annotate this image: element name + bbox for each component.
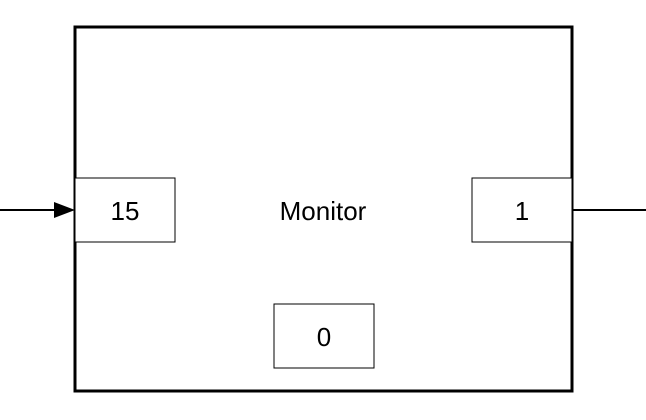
input-port-box	[74, 177, 176, 243]
bottom-port-box	[273, 303, 375, 369]
output-port-value: 1	[515, 196, 529, 226]
output-port-box	[471, 177, 573, 243]
block-title: Monitor	[280, 196, 367, 226]
input-port-value: 15	[111, 196, 140, 226]
input-arrowhead	[54, 202, 75, 218]
bottom-port-value: 0	[317, 322, 331, 352]
